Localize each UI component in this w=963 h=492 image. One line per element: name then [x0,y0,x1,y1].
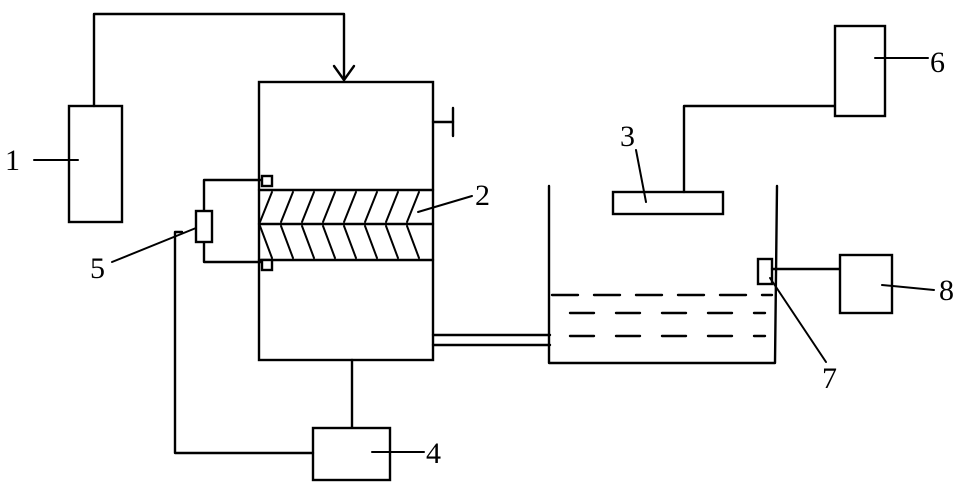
label-5: 5 [90,252,105,285]
sensor-5-to-4-line [173,230,315,455]
feed-line-1-to-reactor [92,12,346,108]
label-4: 4 [426,437,441,470]
plate-3-to-6-line [682,104,837,194]
hatch-stroke [322,225,336,259]
component-4-box [311,426,392,482]
label-3: 3 [620,120,635,153]
component-3-plate [611,190,725,216]
side-chamber-bottom-notch [260,258,274,272]
liquid-surface [550,293,774,338]
side-chamber-top-notch [260,174,274,188]
hatch-stroke [301,225,315,259]
component-6-box [833,24,887,118]
feed-arrow-head [332,64,356,82]
hatch-stroke [259,191,273,223]
component-8-box [838,253,894,315]
hatch-stroke [385,191,399,223]
label-7: 7 [822,362,837,395]
hatch-stroke [406,225,420,259]
component-7-sensor [756,257,774,286]
hatch-stroke [364,191,378,223]
label-6: 6 [930,46,945,79]
hatch-stroke [322,191,336,223]
label-8: 8 [939,274,954,307]
label-2: 2 [475,179,490,212]
hatch-stroke [280,191,294,223]
hatch-stroke [343,191,357,223]
component-1-box [67,104,124,224]
reactor-vessel [257,80,435,362]
leader-8 [881,284,935,291]
hatch-stroke [385,225,399,259]
component-5-sensor [194,209,214,244]
leader-3 [635,149,647,203]
leader-7 [769,277,827,363]
hatch-stroke [364,225,378,259]
hatch-stroke [301,191,315,223]
hatch-stroke [343,225,357,259]
label-1: 1 [5,144,20,177]
hatch-stroke [259,225,273,259]
hatch-stroke [280,225,294,259]
hatch-stroke [406,191,420,223]
leader-5 [111,227,197,263]
leader-2 [417,195,473,213]
component-2-electrode [257,188,435,262]
tank [547,184,779,365]
